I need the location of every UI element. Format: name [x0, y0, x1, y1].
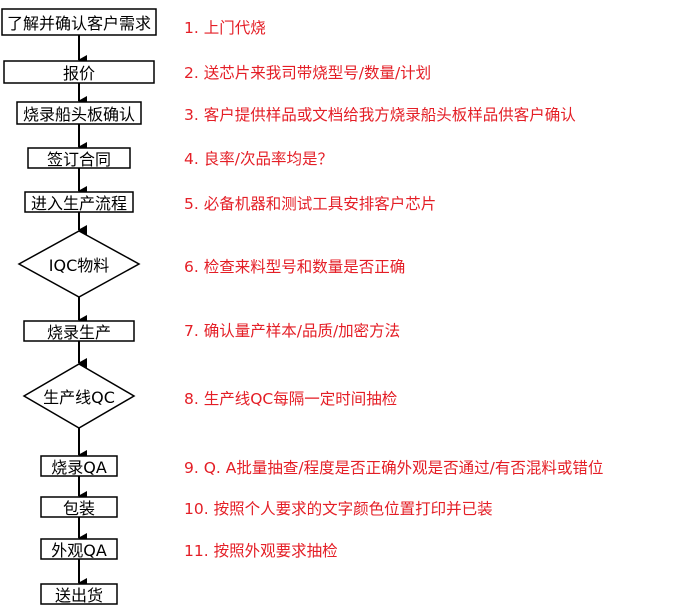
flow-step-label: 烧录QA [51, 458, 107, 477]
process-box [24, 191, 134, 213]
flow-step-label: IQC物料 [48, 256, 110, 275]
step-note: 9. Q. A批量抽查/程度是否正确外观是否通过/有否混料或错位 [184, 459, 604, 477]
flow-nodes [1, 8, 157, 605]
step-note: 4. 良率/次品率均是？ [184, 150, 333, 168]
flow-step-label: 外观QA [51, 541, 107, 560]
process-box [40, 583, 118, 605]
process-box [3, 60, 155, 84]
step-note: 5. 必备机器和测试工具安排客户芯片 [184, 195, 437, 213]
step-note: 10. 按照个人要求的文字颜色位置打印并已装 [184, 500, 493, 518]
flow-step-label: 烧录生产 [46, 323, 111, 342]
process-box [40, 496, 118, 518]
process-box [1, 8, 157, 36]
step-note: 1. 上门代烧 [184, 19, 266, 37]
step-note: 11. 按照外观要求抽检 [184, 542, 338, 560]
flow-step-label: 报价 [62, 64, 95, 83]
step-note: 6. 检查来料型号和数量是否正确 [184, 258, 406, 276]
step-note: 3. 客户提供样品或文档给我方烧录船头板样品供客户确认 [184, 106, 576, 124]
flow-step-label: 包装 [62, 499, 95, 518]
process-box [23, 320, 135, 342]
flow-step-label: 签订合同 [46, 150, 111, 169]
process-box [16, 101, 142, 125]
flow-step-label: 烧录船头板确认 [22, 105, 135, 124]
step-note: 7. 确认量产样本/品质/加密方法 [184, 322, 401, 340]
flow-step-label: 了解并确认客户需求 [6, 14, 151, 33]
flow-step-label: 进入生产流程 [30, 194, 127, 213]
process-box [27, 147, 131, 169]
decision-diamond [22, 363, 136, 429]
step-note: 8. 生产线QC每隔一定时间抽检 [184, 390, 398, 408]
decision-diamond [17, 230, 141, 298]
flow-step-label: 生产线QC [43, 388, 115, 407]
step-note: 2. 送芯片来我司带烧型号/数量/计划 [184, 64, 432, 82]
process-box [40, 538, 118, 560]
process-box [40, 455, 118, 477]
flow-step-label: 送出货 [54, 586, 103, 605]
